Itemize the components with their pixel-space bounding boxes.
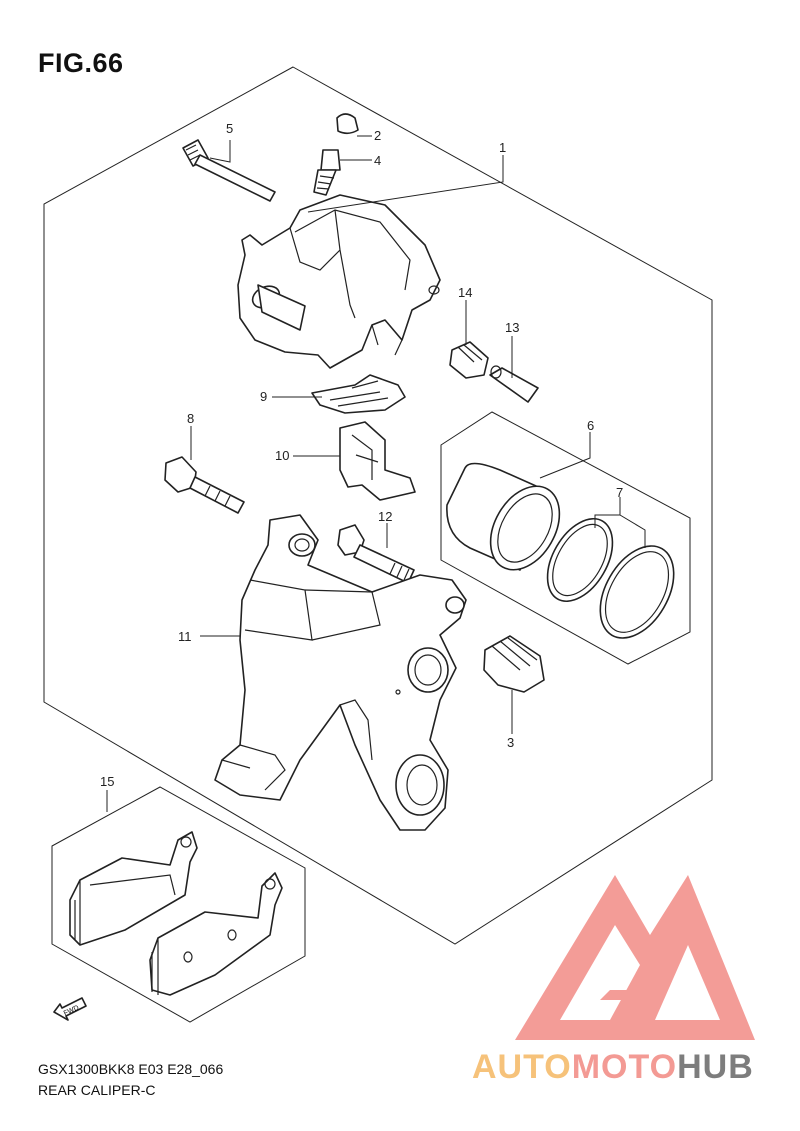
pin-sleeve (489, 365, 539, 403)
pad-retainer (339, 421, 416, 501)
callout-9: 9 (260, 389, 267, 404)
mounting-bolt (164, 456, 245, 514)
automotohub-logo (515, 875, 755, 1040)
bleeder-cap (336, 113, 359, 135)
slide-bolt (337, 524, 415, 584)
pin-boot (449, 341, 489, 379)
piston-seals (546, 517, 675, 639)
watermark-text-hub: HUB (677, 1048, 754, 1086)
pad-set-outline (51, 786, 306, 1023)
caliper-body (237, 194, 441, 369)
watermark-text-moto: MOTO (571, 1048, 678, 1086)
fwd-arrow-icon: FWD (53, 997, 87, 1021)
caliper-piston (446, 462, 561, 571)
callout-7: 7 (616, 485, 623, 500)
callout-12: 12 (378, 509, 392, 524)
caliper-bracket (214, 514, 467, 831)
callout-2: 2 (374, 128, 381, 143)
callout-6: 6 (587, 418, 594, 433)
callout-15: 15 (100, 774, 114, 789)
figure-caption: REAR CALIPER-C (38, 1082, 156, 1098)
callout-4: 4 (374, 153, 381, 168)
brake-pad-rear (149, 872, 283, 996)
slide-pin-bolt (182, 139, 276, 202)
callout-11: 11 (178, 629, 192, 644)
model-code: GSX1300BKK8 E03 E28_066 (38, 1061, 224, 1077)
bleeder-valve (313, 149, 341, 196)
callout-1: 1 (499, 140, 506, 155)
pad-spring (311, 374, 406, 414)
callout-13: 13 (505, 320, 519, 335)
callout-numbers: 1 2 4 5 14 13 9 6 7 8 10 12 11 3 15 (100, 121, 623, 789)
callout-8: 8 (187, 411, 194, 426)
figure-title: FIG.66 (38, 48, 124, 78)
watermark-text-auto: AUTO (472, 1048, 572, 1086)
callout-14: 14 (458, 285, 472, 300)
callout-10: 10 (275, 448, 289, 463)
callout-5: 5 (226, 121, 233, 136)
leader-lines (106, 135, 646, 812)
callout-3: 3 (507, 735, 514, 750)
brake-pad-front (69, 831, 198, 946)
bracket-boot (483, 635, 545, 693)
piston-seal-outline (440, 411, 691, 665)
watermark-text: AUTOMOTOHUB (472, 1048, 754, 1087)
assembly-outline (43, 66, 713, 945)
